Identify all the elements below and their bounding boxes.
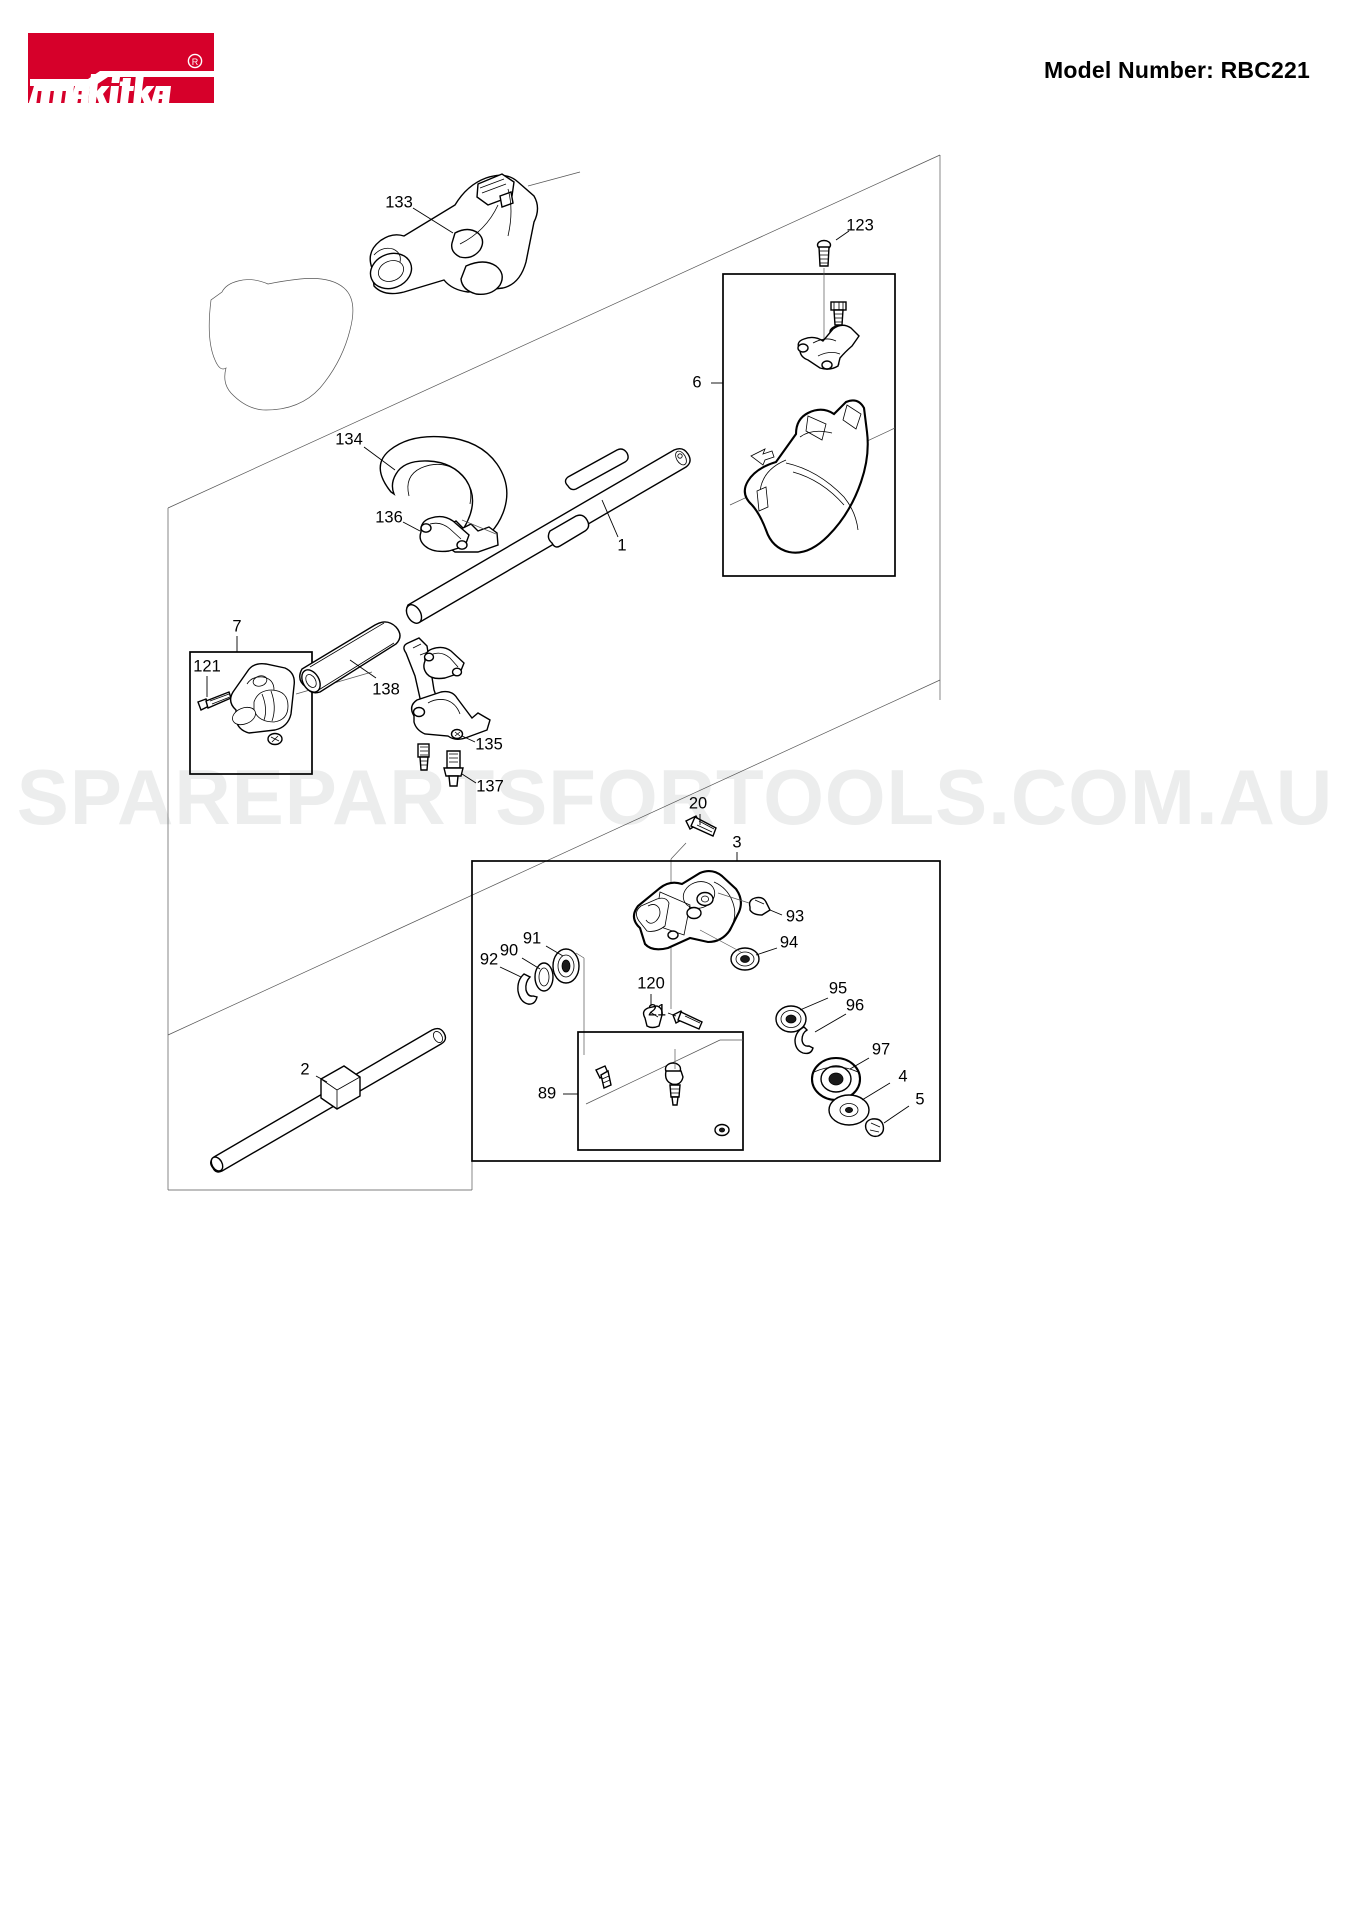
- part-96-retaining-ring: 96: [794, 996, 864, 1055]
- part-133-throttle-handle: 133: [369, 171, 581, 295]
- callout-5: 5: [915, 1090, 924, 1108]
- callout-90: 90: [500, 941, 518, 959]
- part-1-pipe-assembly: 1: [405, 447, 691, 624]
- model-number-label: Model Number: RBC221: [1044, 57, 1310, 83]
- part-120-key: 120: [637, 974, 665, 1029]
- svg-text:R: R: [192, 57, 199, 67]
- callout-133: 133: [385, 193, 413, 211]
- callout-4: 4: [898, 1067, 907, 1085]
- part-95-bearing: 95: [775, 979, 847, 1033]
- group-7-handle-holder-box: 7 121: [189, 617, 373, 775]
- bearing-stack-90-91-92: 91 90 92: [480, 929, 585, 1055]
- callout-6: 6: [692, 373, 701, 391]
- part-2-drive-shaft: 2: [210, 1027, 447, 1173]
- callout-95: 95: [829, 979, 847, 997]
- callout-20: 20: [689, 794, 707, 812]
- callout-120: 120: [637, 974, 665, 992]
- logo-wordmark: [28, 71, 214, 103]
- part-121-bolt: 121: [193, 657, 232, 711]
- part-6-protector-guard: [743, 399, 869, 554]
- callout-91: 91: [523, 929, 541, 947]
- protector-clamp-bracket: [797, 324, 860, 370]
- callout-93: 93: [786, 907, 804, 925]
- group-89-grease-nipple-box: 89: [538, 1031, 744, 1151]
- section-divider-lines: [167, 154, 941, 1191]
- callout-136: 136: [375, 508, 403, 526]
- part-4-spacer: 4: [828, 1067, 908, 1126]
- part-89-grease-nipple: [664, 1049, 684, 1106]
- callout-7: 7: [232, 617, 241, 635]
- part-94-bearing: 94: [699, 929, 798, 971]
- part-138-grip: 138: [299, 621, 401, 698]
- part-136-handle-clamp: 136: [375, 508, 470, 553]
- part-93-pin: 93: [717, 892, 804, 925]
- sub-89-bolt: [595, 1065, 612, 1089]
- site-watermark: SPAREPARTSFORTOOLS.COM.AU: [16, 753, 1334, 841]
- part-137-flange-bolt: 137: [443, 750, 504, 795]
- part-135-handle-bracket: 135: [403, 637, 503, 771]
- part-7-holder-body: [229, 662, 373, 746]
- callout-96: 96: [846, 996, 864, 1014]
- callout-123: 123: [846, 216, 874, 234]
- callout-89: 89: [538, 1084, 556, 1102]
- part-5-nut: 5: [864, 1090, 925, 1138]
- callout-135: 135: [475, 735, 503, 753]
- callout-94: 94: [780, 933, 798, 951]
- engine-ghost-outline: [208, 278, 354, 411]
- makita-logo-svg: R: [28, 33, 214, 103]
- callout-134: 134: [335, 430, 363, 448]
- part-135-bracket-bolt: [417, 743, 430, 771]
- page-header: R Model Number: RBC221: [0, 0, 1350, 130]
- part-97-bevel-gear: 97: [810, 1040, 890, 1102]
- makita-logo: R: [28, 33, 214, 103]
- callout-137: 137: [476, 777, 504, 795]
- registered-trademark-icon: R: [187, 53, 203, 69]
- group-3-gear-case-box: 3 93: [471, 833, 941, 1162]
- part-136-second-clamp: [423, 646, 465, 680]
- group-6-protector-box: 6 123: [692, 216, 896, 577]
- callout-2: 2: [300, 1060, 309, 1078]
- protector-arrow-icon: [750, 448, 775, 466]
- callout-92: 92: [480, 950, 498, 968]
- callout-21: 21: [648, 1001, 666, 1019]
- callout-1: 1: [617, 536, 626, 554]
- callout-97: 97: [872, 1040, 890, 1058]
- callout-138: 138: [372, 680, 400, 698]
- callout-121: 121: [193, 657, 221, 675]
- callout-3: 3: [732, 833, 741, 851]
- part-21-bolt: 21: [648, 1001, 703, 1030]
- part-3-gear-case-housing: [632, 870, 742, 951]
